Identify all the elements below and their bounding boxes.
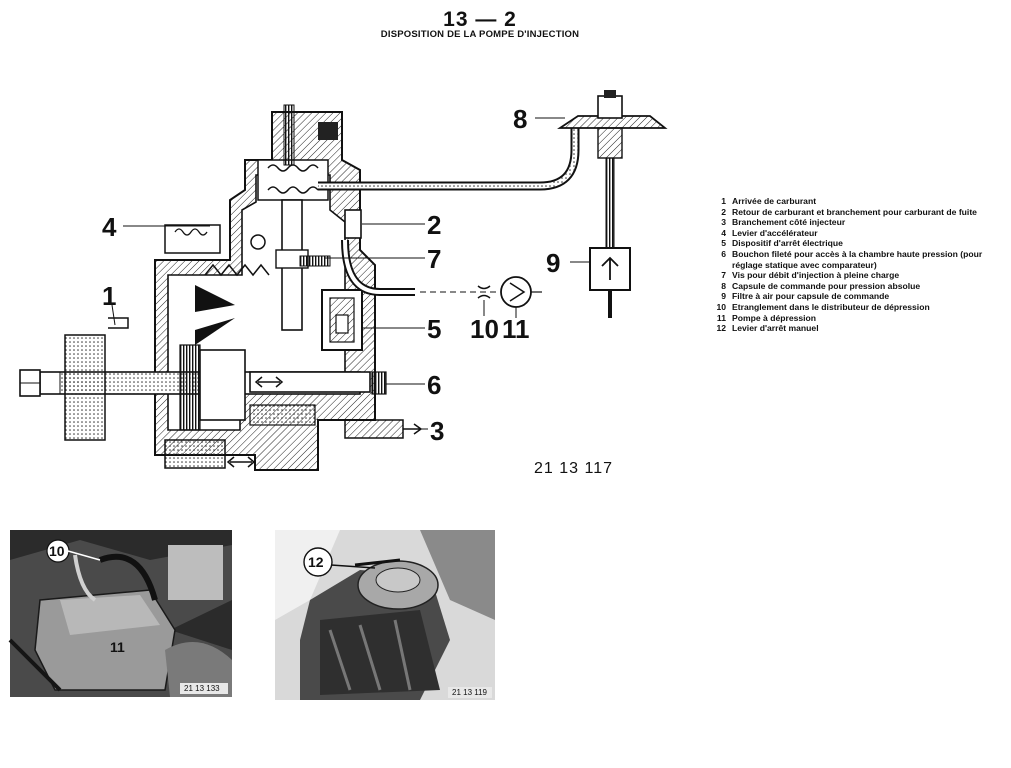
- vacuum-pipe: [318, 128, 580, 296]
- callout-4: 4: [102, 212, 117, 242]
- air-filter: [589, 247, 631, 291]
- photo2-code: 21 13 119: [452, 688, 488, 697]
- photo1-code: 21 13 133: [184, 684, 220, 693]
- photo1-label-10: 10: [49, 543, 65, 559]
- page-title: DISPOSITION DE LA POMPE D'INJECTION: [380, 29, 580, 40]
- callout-10: 10: [470, 314, 499, 344]
- photo2-label-12: 12: [308, 554, 324, 570]
- throttle-symbol: [477, 285, 491, 316]
- control-capsule: [557, 90, 668, 318]
- callout-11: 11: [502, 314, 530, 344]
- callout-7: 7: [427, 244, 441, 274]
- callout-8: 8: [513, 104, 527, 134]
- page-number: 13 — 2: [443, 8, 517, 31]
- callout-3: 3: [430, 416, 444, 446]
- vacuum-pump-symbol: [500, 276, 542, 318]
- callout-9: 9: [546, 248, 560, 278]
- callout-1: 1: [102, 281, 116, 311]
- callout-6: 6: [427, 370, 441, 400]
- photo-vacuum-pump: 10 11 21 13 133: [8, 530, 232, 697]
- callout-5: 5: [427, 314, 441, 344]
- photo-stop-lever: 12 21 13 119: [275, 530, 495, 700]
- callout-2: 2: [427, 210, 441, 240]
- pump-body: [19, 104, 423, 471]
- leader-lines: [111, 117, 590, 430]
- figure-code: 21 13 117: [534, 460, 613, 477]
- photo1-label-11: 11: [110, 639, 125, 655]
